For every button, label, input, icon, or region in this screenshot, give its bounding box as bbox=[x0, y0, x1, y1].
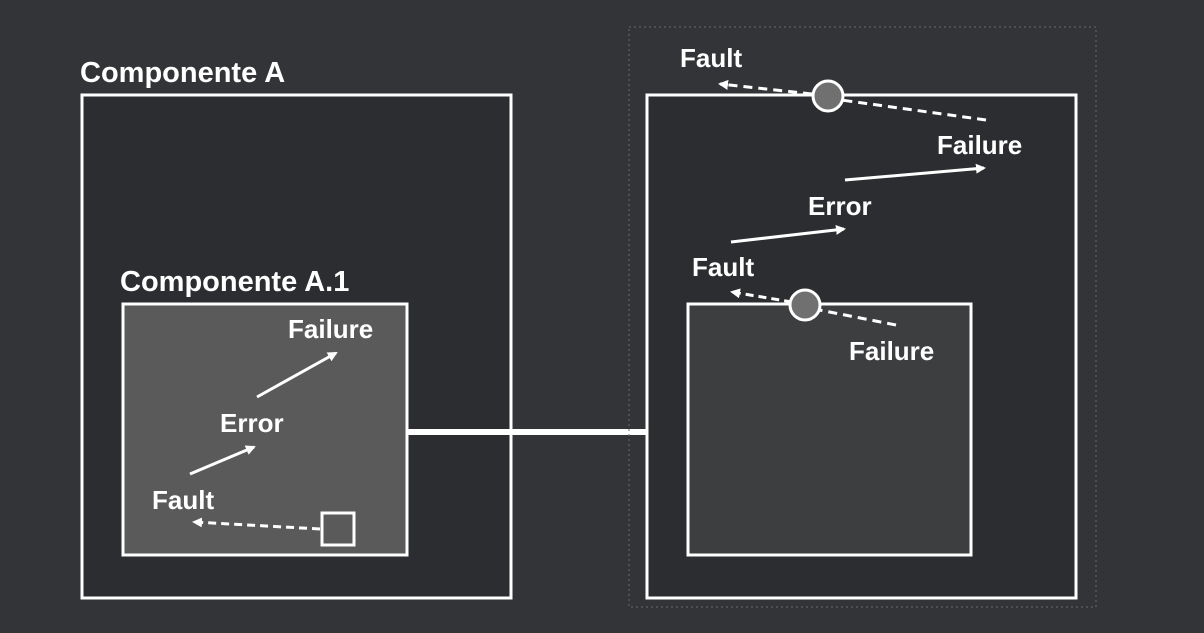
component-a1-title: Componente A.1 bbox=[120, 266, 349, 298]
right-top-fault-dashed-arrow bbox=[718, 79, 813, 96]
right-top-failure-label: Failure bbox=[937, 130, 1022, 160]
right-fault-to-error-arrow bbox=[730, 224, 846, 244]
a1-fault-to-error-arrow bbox=[189, 445, 256, 476]
a1-error-label: Error bbox=[220, 408, 284, 438]
a1-fault-label: Fault bbox=[152, 485, 214, 515]
a1-failure-label: Failure bbox=[288, 314, 373, 344]
right-inner-fault-label: Fault bbox=[692, 252, 754, 282]
right-error-to-failure-arrow bbox=[844, 163, 986, 182]
right-group-dotted-frame bbox=[628, 26, 1097, 608]
right-inner-circle-marker bbox=[788, 288, 822, 322]
right-top-fault-label: Fault bbox=[680, 43, 742, 73]
a1-error-to-failure-arrow bbox=[256, 351, 338, 399]
right-inner-fault-dashed-arrow bbox=[730, 288, 793, 304]
defect-square-marker bbox=[320, 511, 356, 547]
right-top-circle-marker bbox=[811, 79, 845, 113]
right-error-label: Error bbox=[808, 191, 872, 221]
component-a1-box bbox=[121, 302, 409, 557]
a1-defect-to-fault-dashed-arrow bbox=[192, 517, 321, 531]
right-inner-box bbox=[686, 302, 973, 557]
component-a-title: Componente A bbox=[80, 57, 285, 89]
right-inner-failure-label: Failure bbox=[849, 336, 934, 366]
